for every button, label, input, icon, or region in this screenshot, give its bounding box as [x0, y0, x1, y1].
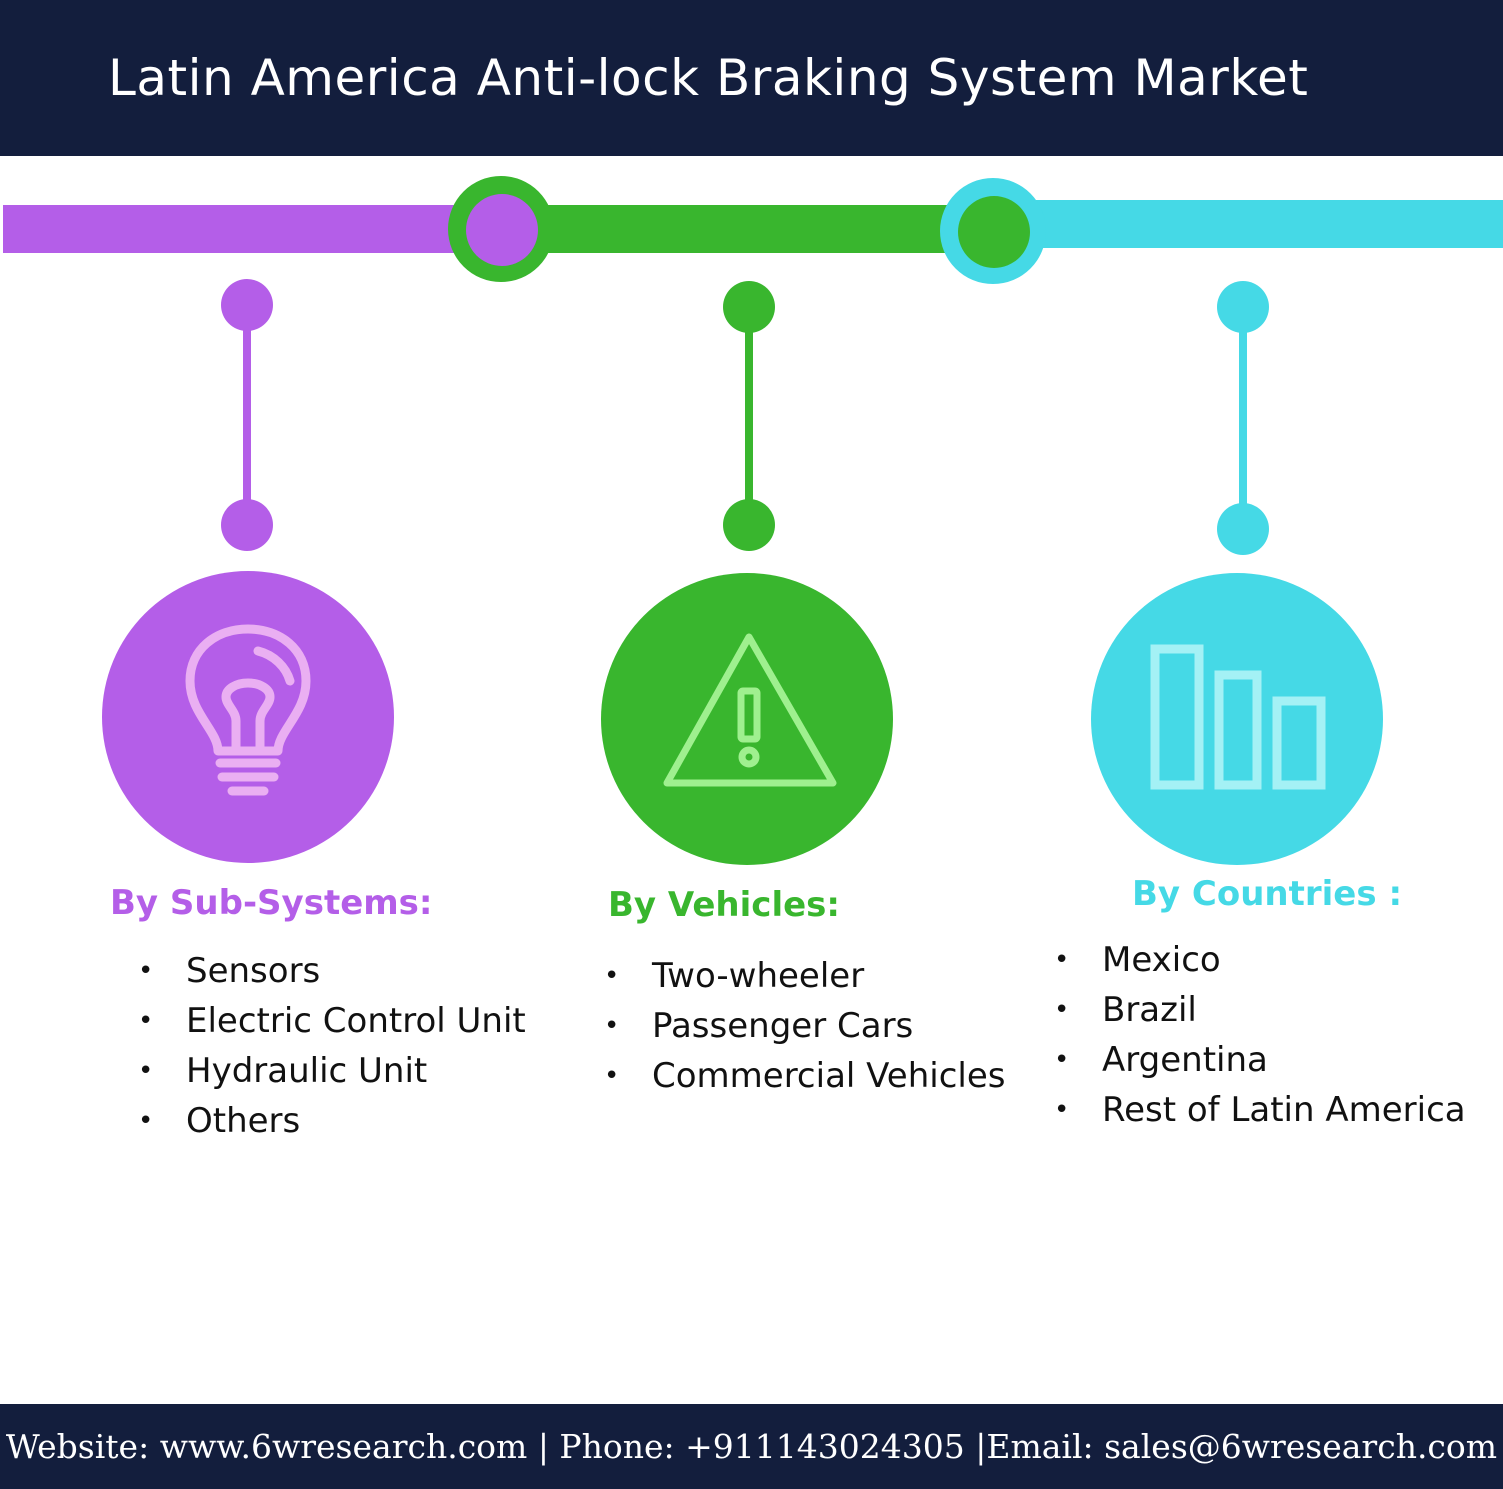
bullet-icon: •	[604, 1011, 620, 1041]
bar-chart-icon	[1150, 644, 1326, 790]
bullet-icon: •	[1054, 1045, 1070, 1075]
footer-contact-text: Website: www.6wresearch.com | Phone: +91…	[5, 1427, 1498, 1466]
vehicles-heading: By Vehicles:	[608, 885, 840, 925]
lightbulb-icon	[185, 624, 311, 796]
footer-contact-bar: Website: www.6wresearch.com | Phone: +91…	[0, 1404, 1503, 1489]
timeline-node-green	[958, 196, 1030, 268]
countries-icon-circle	[1091, 573, 1383, 865]
page-title: Latin America Anti-lock Braking System M…	[108, 49, 1309, 107]
timeline-bar-purple	[3, 205, 533, 253]
bullet-icon: •	[1054, 1095, 1070, 1125]
bullet-icon: •	[1054, 945, 1070, 975]
timeline-bar-green	[538, 205, 1008, 253]
timeline-node-purple	[466, 194, 538, 266]
connector-bottom-dot-cyan	[1217, 503, 1269, 555]
connector-line-cyan	[1239, 307, 1247, 529]
bullet-icon: •	[604, 1061, 620, 1091]
timeline-bar-cyan	[1000, 200, 1503, 248]
bullet-icon: •	[604, 961, 620, 991]
bullet-icon: •	[138, 956, 154, 986]
countries-heading: By Countries :	[1132, 874, 1403, 914]
connector-line-green	[745, 307, 753, 527]
bullet-icon: •	[138, 1106, 154, 1136]
header-banner: Latin America Anti-lock Braking System M…	[0, 0, 1503, 156]
vehicles-icon-circle	[601, 573, 893, 865]
connector-bottom-dot-green	[723, 499, 775, 551]
bullet-icon: •	[138, 1056, 154, 1086]
warning-triangle-icon	[663, 633, 837, 787]
bullet-icon: •	[1054, 995, 1070, 1025]
sub-systems-heading: By Sub-Systems:	[110, 883, 433, 923]
connector-line-purple	[243, 305, 251, 525]
connector-bottom-dot-purple	[221, 499, 273, 551]
sub-systems-icon-circle	[102, 571, 394, 863]
bullet-icon: •	[138, 1006, 154, 1036]
